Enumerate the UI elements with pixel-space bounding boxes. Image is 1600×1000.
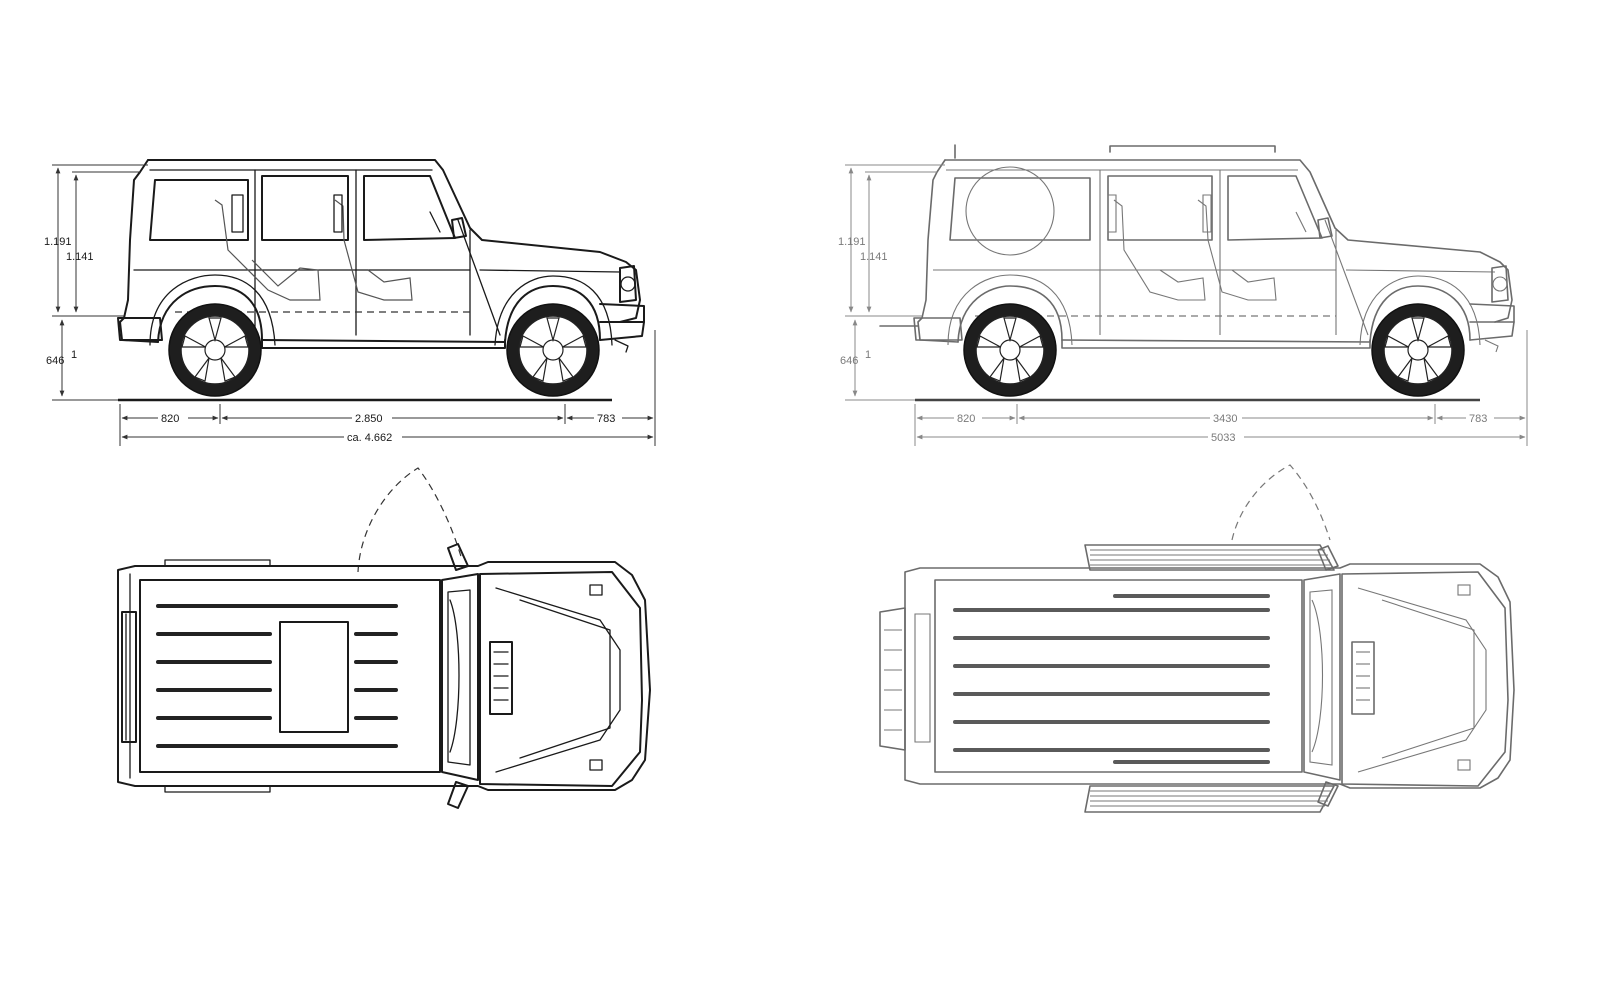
long-roof [934, 579, 1303, 773]
long-running-board-top [1084, 544, 1335, 571]
long-height-body: 1.141 [860, 251, 888, 263]
long-front-overhang: 820 [957, 413, 975, 425]
long-height-dimensions: 1.191 1.141 646 1 [838, 164, 945, 401]
long-vehicle-top-view [879, 464, 1515, 813]
standard-ground-clearance-note: 1 [71, 349, 77, 361]
standard-wheelbase: 2.850 [355, 413, 383, 425]
standard-door-swing-arc [357, 467, 463, 573]
standard-front-wheel [506, 303, 600, 397]
standard-body-outline [117, 159, 645, 353]
long-front-wheel [1371, 303, 1465, 397]
long-door-swing-arc [1231, 464, 1331, 541]
standard-height-dimensions: 1.191 1.141 646 1 [44, 164, 148, 401]
long-body-outline [879, 144, 1515, 353]
standard-length-dimensions: 820 2.850 783 ca. 4.662 [119, 330, 656, 446]
long-length-dimensions: 820 3430 783 5033 [914, 330, 1528, 446]
standard-height-body: 1.141 [66, 251, 94, 263]
long-vehicle-side-view: 1.191 1.141 646 1 820 3430 783 5033 [838, 144, 1528, 446]
long-mirror-right [1317, 781, 1339, 807]
standard-vehicle-side-view: 1.191 1.141 646 1 820 2.850 783 ca. 4.66… [44, 159, 656, 446]
long-overall-length: 5033 [1211, 432, 1235, 444]
long-rear-overhang: 783 [1469, 413, 1487, 425]
standard-mirror-left [447, 543, 469, 571]
standard-ground-clearance: 646 [46, 355, 64, 367]
long-hood [1341, 571, 1509, 787]
long-running-board-bottom [1084, 785, 1335, 813]
long-ground-clearance-note: 1 [865, 349, 871, 361]
long-top-body [904, 563, 1515, 789]
long-ground-clearance: 646 [840, 355, 858, 367]
standard-sunroof [279, 621, 349, 733]
standard-front-overhang: 820 [161, 413, 179, 425]
standard-mirror-right [447, 781, 469, 809]
standard-roof [139, 579, 441, 773]
standard-hood-vent [489, 641, 513, 715]
standard-height-total: 1.191 [44, 236, 72, 248]
standard-top-body [117, 561, 651, 791]
long-mirror-left [1317, 545, 1339, 571]
standard-vehicle-top-view [117, 467, 651, 809]
standard-overall-length: ca. 4.662 [347, 432, 392, 444]
long-rear-wheel [963, 303, 1057, 397]
standard-rear-wheel [168, 303, 262, 397]
long-height-total: 1.191 [838, 236, 866, 248]
long-wheelbase: 3430 [1213, 413, 1237, 425]
standard-hood [479, 571, 643, 787]
long-spare-tire [879, 607, 906, 751]
long-hood-vent [1351, 641, 1375, 715]
standard-rear-overhang: 783 [597, 413, 615, 425]
